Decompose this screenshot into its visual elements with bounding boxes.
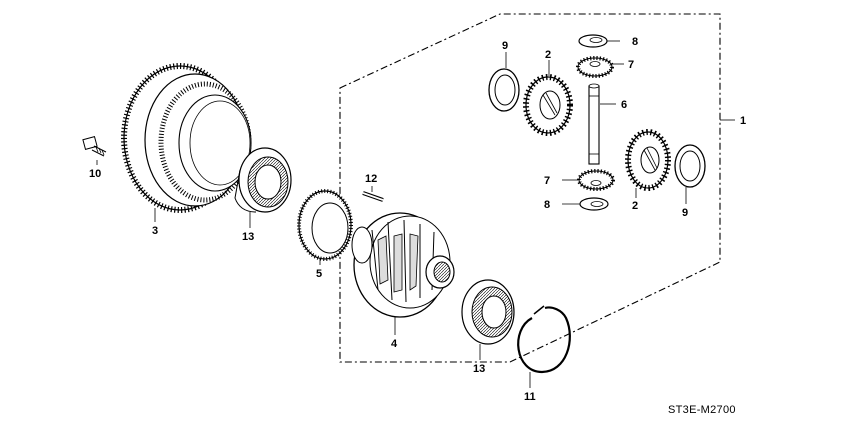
pinion-washer-lower: [579, 197, 609, 211]
pinion-gear-upper: [576, 56, 614, 78]
assembly-boundary: [339, 13, 721, 363]
callout-3: 3: [152, 225, 158, 237]
callout-7-upper: 7: [628, 59, 634, 71]
pinion-washer-upper: [578, 34, 608, 48]
callout-5: 5: [316, 268, 322, 280]
bearing-right: [461, 279, 515, 345]
pinion-shaft: [588, 83, 600, 165]
side-gear-lower: [625, 129, 671, 191]
callout-8-upper: 8: [632, 36, 638, 48]
callout-6: 6: [621, 99, 627, 111]
callout-10: 10: [89, 168, 101, 180]
callout-1: 1: [740, 115, 746, 127]
thrust-washer-upper: [488, 68, 520, 112]
callout-2-lower: 2: [632, 200, 638, 212]
pinion-shaft-pin: [362, 191, 384, 202]
callouts: 1 2 2 3 4 5 6 7 7 8 8 9 9 10 11 12 13 13: [89, 36, 746, 403]
callout-13-right: 13: [473, 363, 485, 375]
shim: [297, 189, 353, 261]
side-gear-upper: [523, 74, 573, 136]
callout-13-left: 13: [242, 231, 254, 243]
callout-8-lower: 8: [544, 199, 550, 211]
callout-11: 11: [524, 391, 536, 403]
ring-gear-bolt: [82, 136, 107, 157]
callout-7-lower: 7: [544, 175, 550, 187]
thrust-washer-lower: [674, 144, 706, 188]
callout-9-lower: 9: [682, 207, 688, 219]
callout-12: 12: [365, 173, 377, 185]
snap-ring: [517, 305, 571, 374]
callout-9-upper: 9: [502, 40, 508, 52]
ring-gear: [121, 63, 252, 213]
bearing-left: [234, 147, 292, 213]
pinion-gear-lower: [577, 169, 615, 191]
callout-4: 4: [391, 338, 398, 350]
diagram-code: ST3E-M2700: [668, 404, 736, 416]
callout-2-upper: 2: [545, 49, 551, 61]
leader-lines: [96, 40, 735, 388]
differential-case: [351, 212, 455, 318]
